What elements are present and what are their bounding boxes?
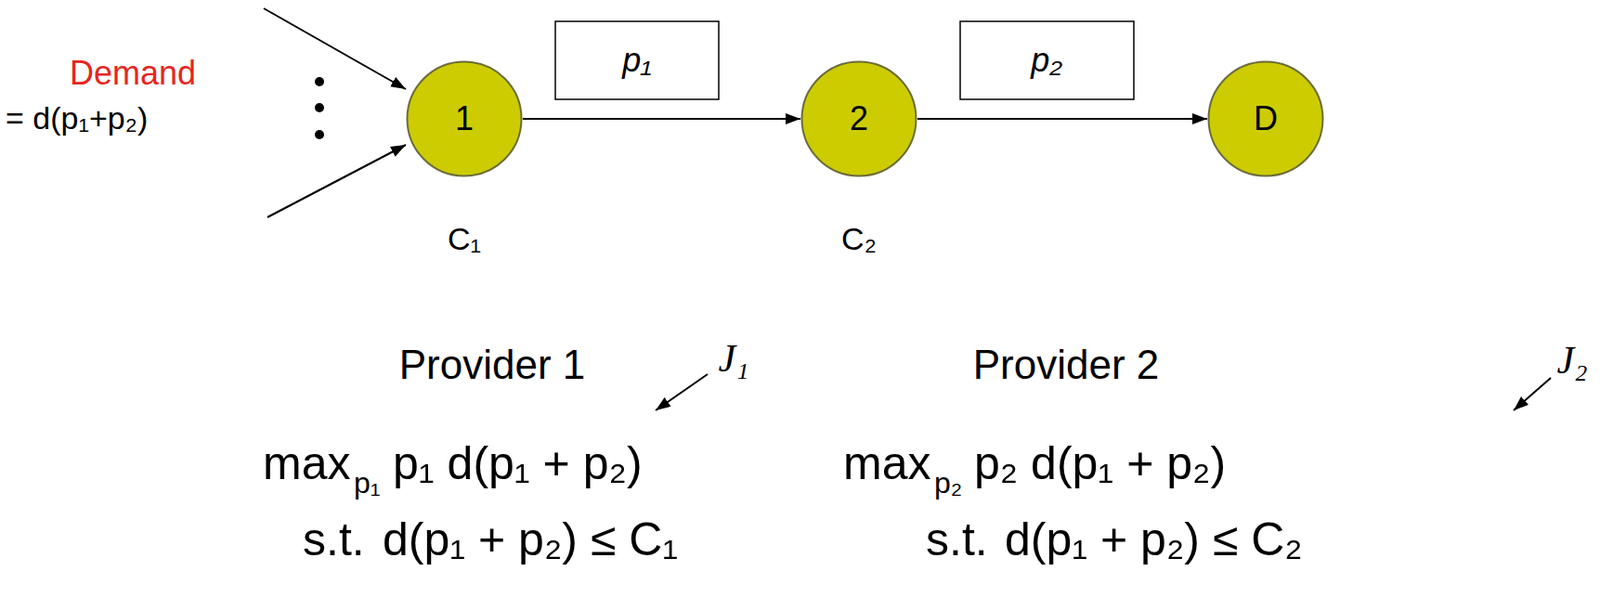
provider-heading: Provider 2 — [973, 341, 1160, 390]
capacity-label: C₁ — [447, 221, 482, 258]
network-node: 1 — [405, 60, 523, 178]
constraint-formula: d(p₁ + p₂) ≤ C₁ — [382, 513, 678, 568]
incoming-arrow — [263, 8, 406, 90]
max-operator: max — [262, 437, 351, 492]
capacity-label: C₂ — [841, 221, 877, 258]
ellipsis-dot — [314, 130, 325, 140]
ellipsis-dot — [314, 103, 325, 113]
objective-formula: p₁ d(p₁ + p₂) — [392, 437, 643, 492]
demand-title: Demand — [69, 53, 196, 92]
max-operator: max — [843, 437, 931, 492]
objective-formula: p₂ d(p₁ + p₂) — [974, 437, 1226, 492]
node-label: D — [1253, 99, 1278, 139]
price-label: p₂ — [1030, 40, 1063, 80]
price-label: p₁ — [622, 40, 651, 80]
subject-to: s.t. — [925, 513, 989, 568]
leader-arrow — [1513, 377, 1551, 411]
ellipsis-dot — [314, 77, 325, 87]
node-label: 1 — [455, 99, 474, 139]
link-arrow — [917, 117, 1208, 120]
max-subscript: p₁ — [353, 466, 381, 501]
price-box: p₁ — [554, 20, 720, 101]
network-node: 2 — [800, 60, 918, 178]
constraint-formula: d(p₁ + p₂) ≤ C₂ — [1004, 513, 1303, 568]
node-label: 2 — [849, 99, 869, 139]
subject-to: s.t. — [302, 513, 365, 568]
leader-arrow — [655, 374, 708, 411]
incoming-arrow — [267, 144, 406, 218]
objective-name: J₁ — [717, 336, 749, 381]
max-subscript: p₂ — [934, 466, 963, 501]
price-box: p₂ — [959, 20, 1135, 101]
demand-formula: = d(p₁+p₂) — [5, 100, 148, 137]
provider-heading: Provider 1 — [399, 341, 586, 390]
objective-name: J₂ — [1556, 338, 1587, 383]
network-node: D — [1207, 60, 1325, 178]
link-arrow — [522, 117, 801, 120]
